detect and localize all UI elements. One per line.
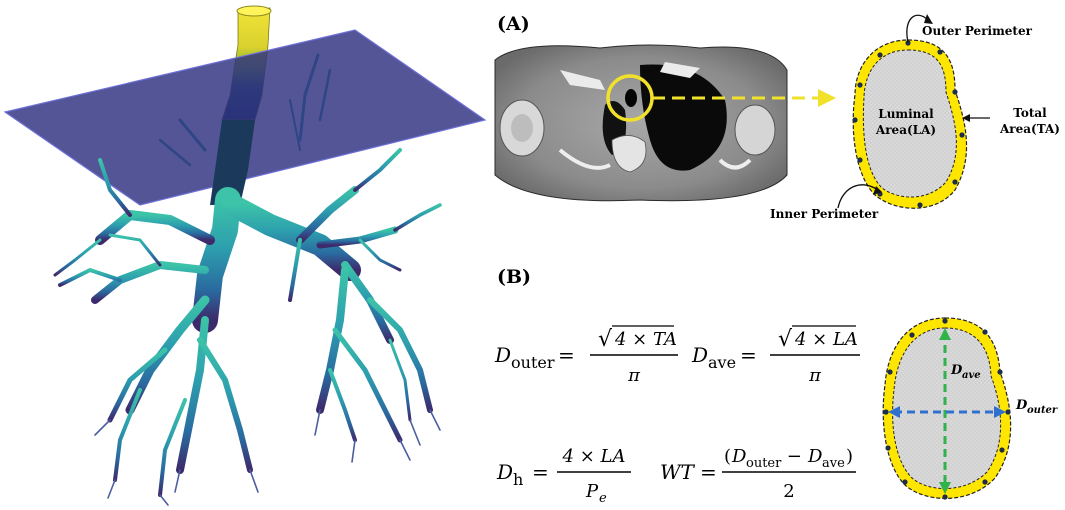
d-ave-diagram-label-sub: ave xyxy=(962,370,981,381)
outer-perimeter-label: Outer Perimeter xyxy=(922,24,1033,38)
formula-wt: WT = ( D outer − D ave ) 2 xyxy=(660,446,856,502)
equals-sign-3: = xyxy=(532,460,549,484)
total-area-label-line1: Total xyxy=(1013,106,1047,120)
perimeter-dots-b xyxy=(883,318,1011,500)
ct-trachea-lumen xyxy=(625,89,637,107)
trachea-opening xyxy=(236,5,272,17)
wt-numerator-d1: D xyxy=(731,446,747,467)
trachea-lower xyxy=(210,120,255,205)
wt-numerator-d2-sub: ave xyxy=(822,456,845,471)
ct-vertebra xyxy=(611,135,647,173)
zoom-arrow xyxy=(652,89,836,107)
d-outer-diagram-label: D xyxy=(1015,398,1028,413)
d-h-denominator: P xyxy=(585,481,599,502)
inner-perimeter-label: Inner Perimeter xyxy=(770,207,879,221)
d-outer-lhs-sub: outer xyxy=(511,353,555,372)
wt-paren-open: ( xyxy=(724,446,731,467)
airway-cross-section-b xyxy=(882,317,1012,500)
wt-numerator-d2: D xyxy=(807,446,823,467)
d-outer-numerator: 4 × TA xyxy=(614,329,677,350)
d-ave-lhs: D xyxy=(691,343,708,367)
luminal-area-label-line1: Luminal xyxy=(878,107,934,121)
d-ave-diagram-label: D xyxy=(950,363,963,378)
wt-denominator: 2 xyxy=(783,481,794,502)
d-ave-numerator: 4 × LA xyxy=(794,329,858,350)
ct-humerus-right xyxy=(734,104,776,156)
d-h-lhs: D xyxy=(496,460,513,484)
formula-d-outer: D outer = √ 4 × TA π xyxy=(494,325,678,386)
sqrt-sign-2: √ xyxy=(778,327,793,352)
d-h-denominator-sub: e xyxy=(599,491,607,506)
panel-a-label: (A) xyxy=(497,13,530,35)
equals-sign-4: = xyxy=(700,460,717,484)
wt-numerator-minus: − xyxy=(781,446,808,467)
total-area-label-line2: Area(TA) xyxy=(999,122,1060,136)
d-outer-denominator: π xyxy=(627,365,641,386)
d-outer-diagram-label-sub: outer xyxy=(1027,405,1058,416)
wt-paren-close: ) xyxy=(846,446,853,467)
luminal-area-label-line2: Area(LA) xyxy=(875,123,936,137)
sqrt-sign-1: √ xyxy=(598,327,613,352)
d-h-numerator: 4 × LA xyxy=(562,446,626,467)
wt-numerator-d1-sub: outer xyxy=(746,456,782,471)
formula-d-ave: D ave = √ 4 × LA π xyxy=(691,325,860,386)
cutting-plane xyxy=(3,29,487,206)
ct-scan-image xyxy=(492,42,788,202)
wt-lhs: WT xyxy=(660,460,696,484)
airway-cross-section-a xyxy=(852,39,968,209)
d-h-lhs-sub: h xyxy=(513,470,523,489)
bronchial-tree xyxy=(53,148,442,497)
outer-perimeter-pointer xyxy=(906,14,929,43)
fine-twigs xyxy=(94,409,441,506)
equals-sign-1: = xyxy=(558,343,575,367)
inner-perimeter-pointer xyxy=(837,184,879,209)
formula-d-h: D h = 4 × LA P e xyxy=(496,446,631,506)
airway-3d-model xyxy=(3,5,487,506)
d-outer-lhs: D xyxy=(494,343,511,367)
d-ave-denominator: π xyxy=(808,365,822,386)
equals-sign-2: = xyxy=(740,343,757,367)
d-ave-lhs-sub: ave xyxy=(708,353,736,372)
ct-lung-right xyxy=(640,64,727,171)
panel-b-label: (B) xyxy=(497,266,531,288)
